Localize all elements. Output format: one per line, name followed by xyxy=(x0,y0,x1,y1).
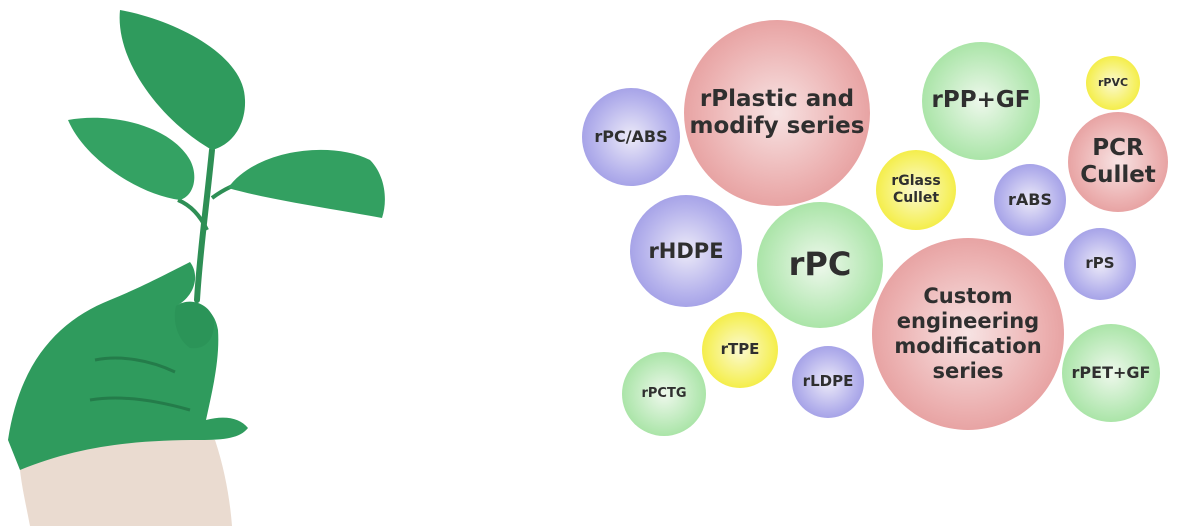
hand-holding-sprout-illustration xyxy=(8,10,385,526)
finger-crease-2 xyxy=(89,396,191,412)
leaf-left xyxy=(68,117,195,200)
bubble-rpvc: rPVC xyxy=(1086,56,1140,110)
bubble-rhdpe: rHDPE xyxy=(630,195,742,307)
bubble-rpctg: rPCTG xyxy=(622,352,706,436)
bubble-rglass-cullet: rGlass Cullet xyxy=(876,150,956,230)
bubble-rpc-abs: rPC/ABS xyxy=(582,88,680,186)
bubble-rabs: rABS xyxy=(994,164,1066,236)
leaf-top xyxy=(119,10,246,150)
bubble-rps: rPS xyxy=(1064,228,1136,300)
bubble-rpp-gf: rPP+GF xyxy=(922,42,1040,160)
hand-green xyxy=(8,262,248,470)
bubble-rldpe: rLDPE xyxy=(792,346,864,418)
leaf-right xyxy=(228,149,385,218)
sprout-stem xyxy=(194,147,215,303)
bubble-rtpe: rTPE xyxy=(702,312,778,388)
bubble-rpc: rPC xyxy=(757,202,883,328)
bubble-pcr-cullet: PCR Cullet xyxy=(1068,112,1168,212)
sprout-branch-left xyxy=(177,198,209,231)
fingertip-1 xyxy=(174,301,215,349)
bubble-custom-engineering-modification-series: Custom engineering modification series xyxy=(872,238,1064,430)
bubble-rpet-gf: rPET+GF xyxy=(1062,324,1160,422)
hand-skin xyxy=(20,436,232,526)
bubble-rplastic-modify-series: rPlastic and modify series xyxy=(684,20,870,206)
finger-crease xyxy=(94,356,176,374)
